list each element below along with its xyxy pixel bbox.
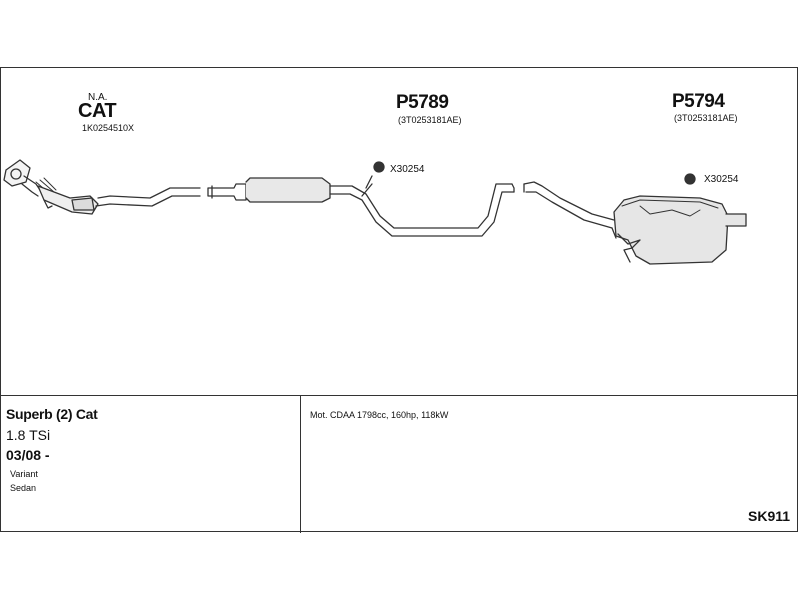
kit-code: SK911 <box>748 508 791 524</box>
rear-silencer-part[interactable] <box>523 181 747 265</box>
vehicle-date: 03/08 - <box>6 447 50 463</box>
rear-part-number: (3T0253181AE) <box>674 113 738 123</box>
middle-part-number: (3T0253181AE) <box>398 115 462 125</box>
clamp-label: X30254 <box>704 174 739 185</box>
rear-part-title: P5794 <box>672 91 725 112</box>
info-divider <box>0 395 798 396</box>
clamp-label: X30254 <box>390 164 425 175</box>
clamp-marker <box>684 173 696 185</box>
clamp-marker <box>373 161 385 173</box>
diagram-frame <box>0 67 798 532</box>
cat-part-number: 1K0254510X <box>82 123 135 133</box>
vehicle-engine: 1.8 TSi <box>6 427 51 443</box>
catalytic-converter-part[interactable] <box>3 159 201 215</box>
cat-note: N.A. <box>88 92 108 103</box>
motor-spec: Mot. CDAA 1798cc, 160hp, 118kW <box>310 410 449 420</box>
middle-silencer-part[interactable] <box>207 175 515 237</box>
vehicle-body-variant: Variant <box>10 469 38 479</box>
middle-part-title: P5789 <box>396 92 449 113</box>
vehicle-body-sedan: Sedan <box>10 483 37 493</box>
info-column-divider <box>300 395 301 533</box>
cat-title: CAT <box>78 100 117 122</box>
vehicle-model: Superb (2) Cat <box>6 406 98 422</box>
